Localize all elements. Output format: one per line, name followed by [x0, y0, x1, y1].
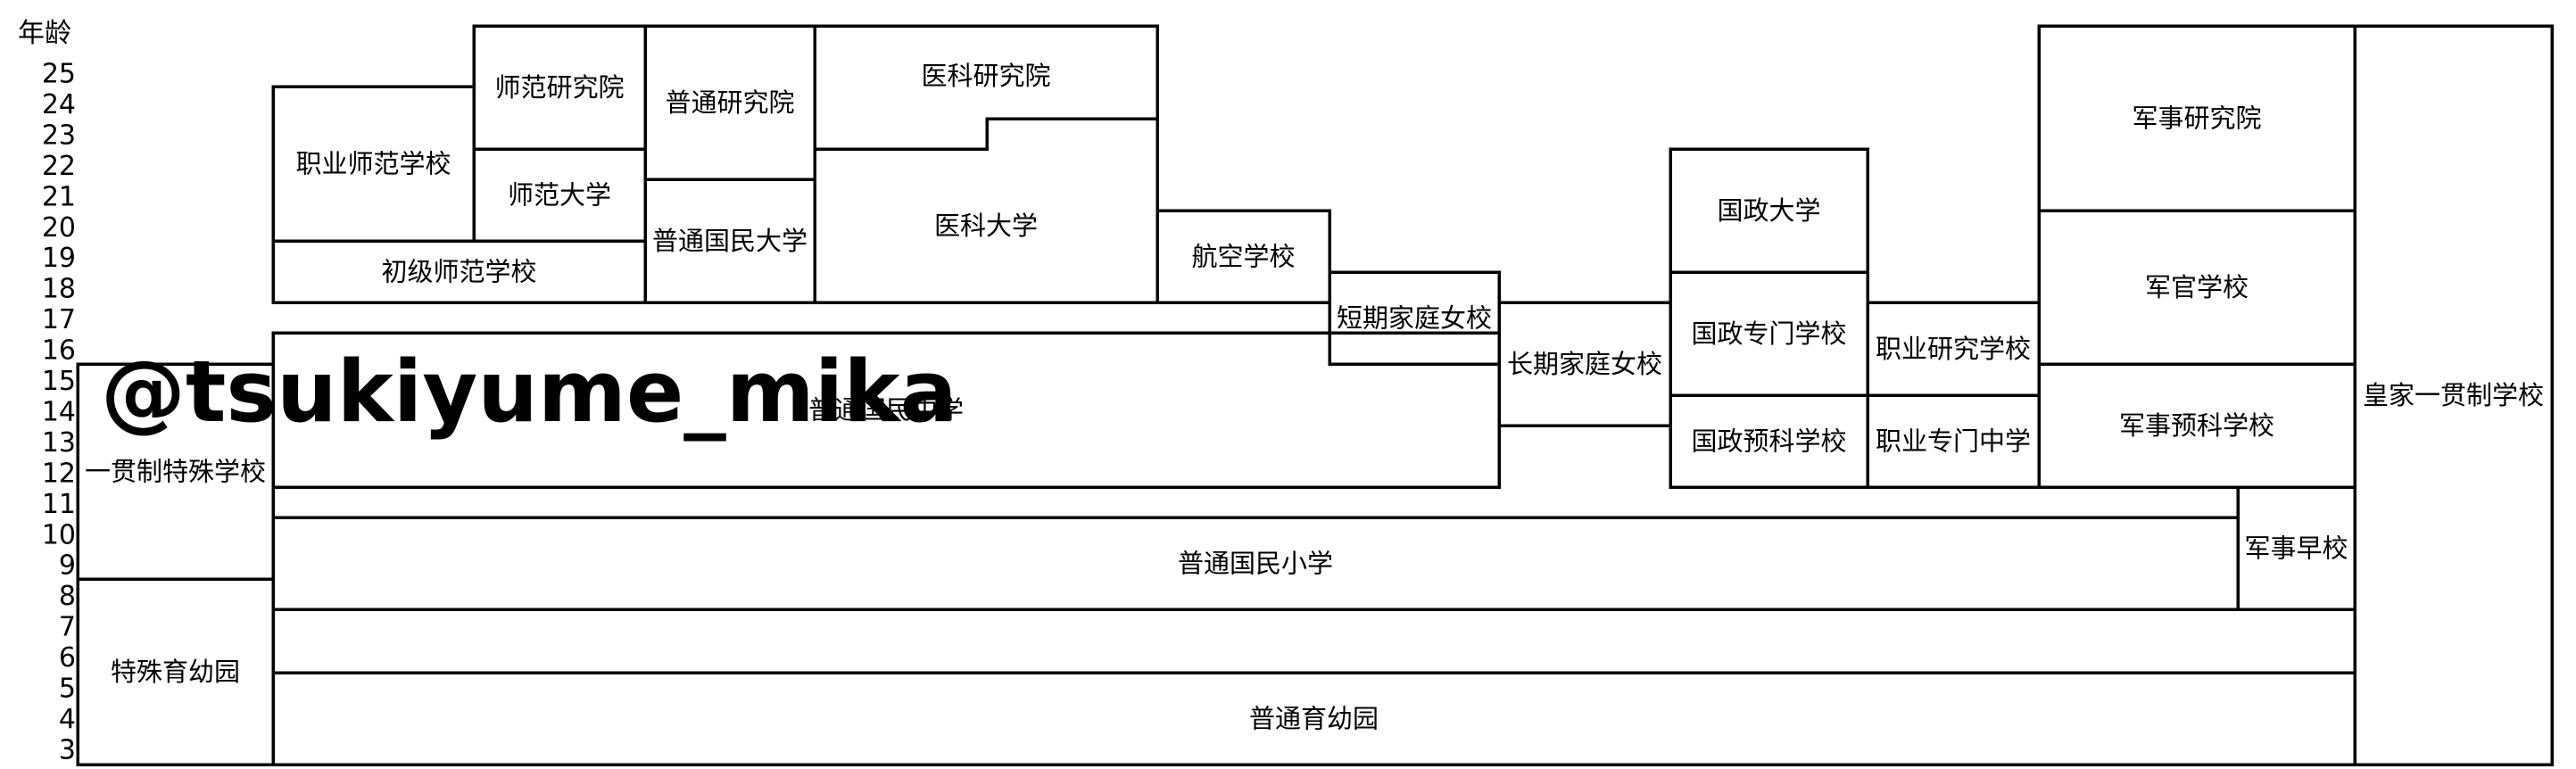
school-box-label-short-term-home-girls-school: 短期家庭女校: [1337, 303, 1492, 334]
age-tick-label: 5: [59, 674, 76, 705]
school-box-label-military-early-school: 军事早校: [2244, 533, 2348, 564]
age-tick-label: 15: [42, 366, 76, 397]
age-tick-label: 18: [42, 274, 76, 305]
school-box-label-special-nursery: 特殊育幼园: [111, 657, 240, 687]
age-tick-label: 20: [42, 212, 76, 244]
school-box-label-military-officer-school: 军官学校: [2145, 272, 2249, 302]
school-box-label-medical-university: 医科大学: [934, 211, 1038, 241]
age-tick-label: 22: [42, 151, 76, 182]
school-box-label-vocational-research-school: 职业研究学校: [1876, 334, 2031, 364]
age-tick-label: 10: [42, 519, 76, 550]
school-box-label-general-nursery: 普通育幼园: [1249, 704, 1379, 734]
age-tick-label: 24: [42, 89, 76, 120]
school-box-royal-integrated-school: [2353, 24, 2554, 766]
age-axis-title: 年龄: [18, 18, 71, 49]
school-box-label-normal-research-institute: 师范研究院: [494, 72, 624, 103]
school-box-label-general-national-primary-school: 普通国民小学: [1178, 549, 1333, 579]
school-box-label-military-research-institute: 军事研究院: [2132, 103, 2261, 134]
school-box-label-normal-university: 师范大学: [508, 180, 611, 211]
school-box-label-long-term-home-girls-school: 长期家庭女校: [1507, 349, 1662, 379]
school-box-label-vocational-specialized-middle-school: 职业专门中学: [1876, 426, 2031, 457]
age-tick-label: 21: [42, 181, 76, 212]
school-box-label-state-politics-preparatory-school: 国政预科学校: [1691, 426, 1846, 457]
school-box-label-general-research-institute: 普通研究院: [665, 87, 794, 118]
age-tick-label: 11: [42, 489, 76, 520]
age-tick-label: 14: [42, 396, 76, 427]
school-box-label-aviation-school: 航空学校: [1191, 242, 1295, 272]
school-box-label-general-national-university: 普通国民大学: [652, 226, 808, 256]
watermark-text: @tsukiyume_mika: [101, 343, 957, 442]
school-box-label-military-preparatory-school: 军事预科学校: [2119, 410, 2274, 441]
school-box-label-state-politics-specialized-school: 国政专门学校: [1691, 318, 1846, 349]
school-box-label-integrated-special-school: 一贯制特殊学校: [85, 457, 266, 487]
school-box-label-general-national-middle-school: 普通国民中学: [808, 395, 964, 426]
school-box-label-medical-research-institute: 医科研究院: [921, 61, 1050, 91]
age-tick-label: 17: [42, 304, 76, 335]
age-tick-label: 23: [42, 120, 76, 151]
age-tick-label: 8: [59, 581, 76, 612]
age-tick-label: 7: [59, 612, 76, 643]
age-tick-label: 16: [42, 335, 76, 367]
school-box-general-nursery: [271, 671, 2357, 766]
school-box-label-royal-integrated-school: 皇家一贯制学校: [2363, 380, 2544, 410]
age-tick-label: 13: [42, 427, 76, 459]
school-box-general-national-middle-school: [271, 331, 1501, 489]
school-box-label-state-politics-university: 国政大学: [1717, 195, 1820, 226]
age-tick-label: 6: [59, 642, 76, 674]
age-tick-label: 25: [42, 59, 76, 90]
school-box-general-national-primary-school: [271, 516, 2240, 611]
age-tick-label: 19: [42, 243, 76, 274]
school-box-label-elementary-normal-school: 初级师范学校: [381, 257, 536, 287]
school-box-label-vocational-normal-school: 职业师范学校: [295, 149, 451, 179]
age-tick-label: 9: [59, 550, 76, 582]
age-tick-label: 3: [59, 734, 76, 765]
age-tick-label: 4: [59, 704, 76, 735]
school-box-medical-university: [813, 117, 1159, 304]
age-tick-label: 12: [42, 458, 76, 489]
